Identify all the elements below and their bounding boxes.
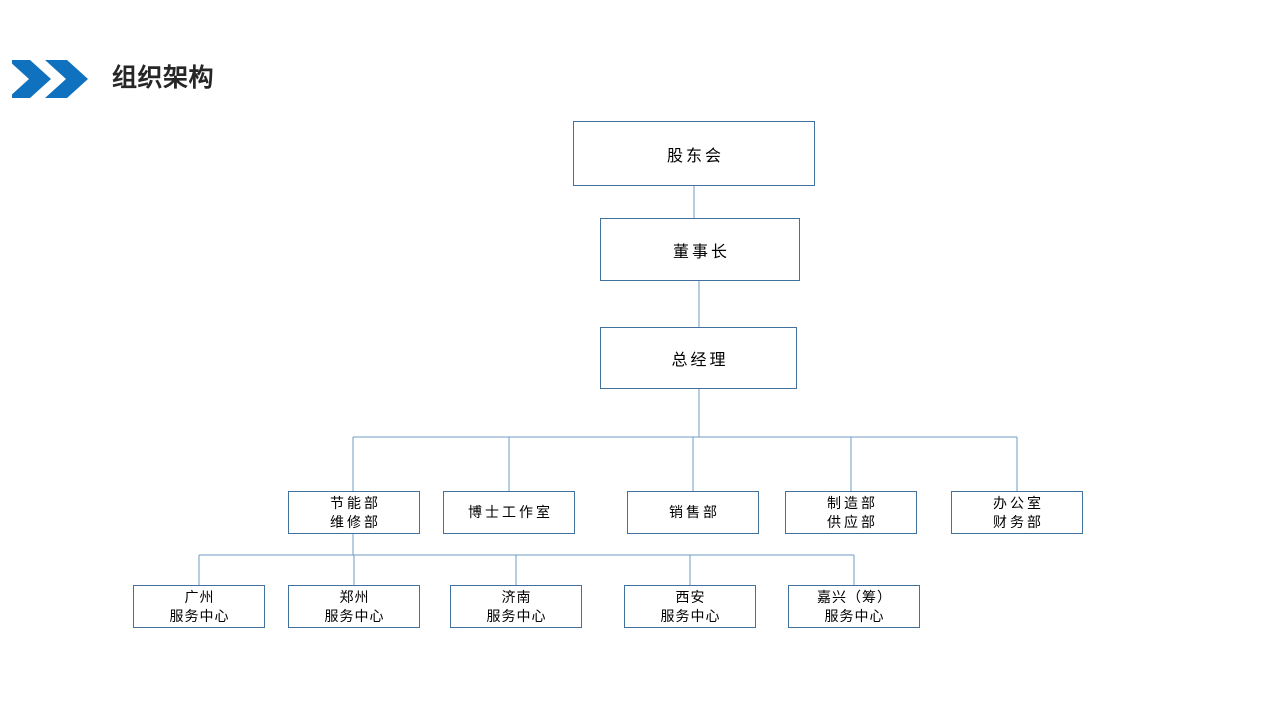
org-node-department-manufacturing-supply[interactable]: 制造部 供应部	[785, 491, 917, 534]
org-node-label-line1: 嘉兴（筹）	[817, 588, 892, 605]
org-node-label-line1: 西安	[675, 588, 706, 605]
org-node-label-line1: 郑州	[339, 588, 370, 605]
org-node-label-line2: 财务部	[993, 513, 1044, 530]
org-node-label: 股东会	[666, 147, 724, 165]
org-node-label-line2: 维修部	[330, 513, 381, 530]
org-node-service-center-jinan[interactable]: 济南 服务中心	[450, 585, 582, 628]
org-node-department-energy-maintenance[interactable]: 节能部 维修部	[288, 491, 420, 534]
org-node-label-line2: 服务中心	[486, 607, 547, 624]
double-chevron-right-icon	[8, 58, 92, 100]
org-node-label-line1: 博士工作室	[468, 504, 553, 520]
org-node-service-center-jiaxing[interactable]: 嘉兴（筹） 服务中心	[788, 585, 920, 628]
org-node-department-sales[interactable]: 销售部	[627, 491, 759, 534]
org-node-label-line1: 销售部	[669, 504, 720, 520]
page-title: 组织架构	[112, 64, 215, 92]
org-node-label: 董事长	[672, 243, 730, 261]
org-node-label-line1: 办公室	[993, 494, 1044, 511]
org-node-label-line2: 服务中心	[169, 607, 230, 624]
org-node-chairman[interactable]: 董事长	[600, 218, 800, 281]
org-node-general-manager[interactable]: 总经理	[600, 327, 797, 389]
org-node-shareholders[interactable]: 股东会	[573, 121, 815, 186]
org-node-label-line2: 服务中心	[660, 607, 721, 624]
org-node-label-line1: 济南	[501, 588, 532, 605]
org-node-label-line1: 制造部	[827, 494, 878, 511]
org-node-service-center-guangzhou[interactable]: 广州 服务中心	[133, 585, 265, 628]
org-node-label-line1: 节能部	[330, 494, 381, 511]
org-node-label: 总经理	[671, 352, 729, 369]
org-node-service-center-xian[interactable]: 西安 服务中心	[624, 585, 756, 628]
org-node-label-line2: 服务中心	[324, 607, 385, 624]
org-node-label-line2: 供应部	[827, 513, 878, 530]
org-node-service-center-zhengzhou[interactable]: 郑州 服务中心	[288, 585, 420, 628]
page-header: 组织架构	[0, 50, 1280, 110]
org-node-department-office-finance[interactable]: 办公室 财务部	[951, 491, 1083, 534]
org-node-department-doctoral-studio[interactable]: 博士工作室	[443, 491, 575, 534]
org-node-label-line2: 服务中心	[824, 607, 885, 624]
org-node-label-line1: 广州	[184, 588, 215, 605]
